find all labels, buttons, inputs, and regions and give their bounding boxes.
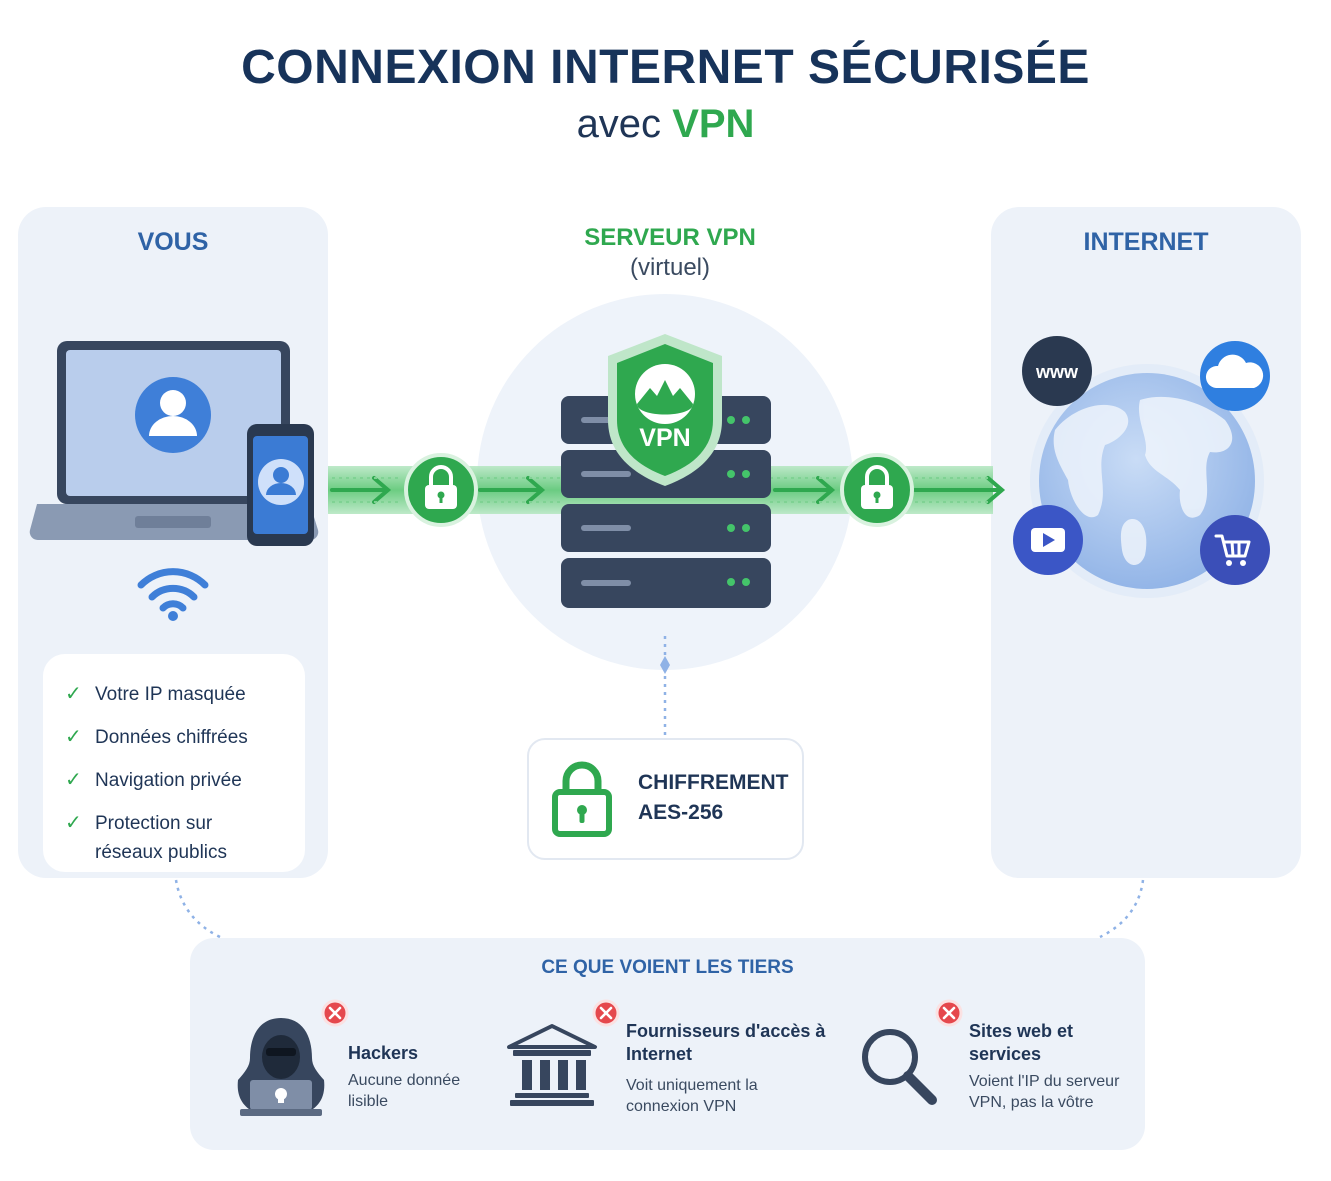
wifi-icon <box>137 568 209 621</box>
encryption-label: CHIFFREMENT AES-256 <box>638 771 789 824</box>
check-icon: ✓ <box>65 812 82 834</box>
subtitle-accent: VPN <box>672 102 755 146</box>
check-icon: ✓ <box>65 769 82 791</box>
smartphone-icon <box>247 424 314 546</box>
shield-vpn-label: VPN <box>639 424 690 452</box>
third-parties-title: CE QUE VOIENT LES TIERS <box>541 957 794 978</box>
check-icon: ✓ <box>65 683 82 705</box>
check-icon: ✓ <box>65 726 82 748</box>
vpn-server-title: SERVEUR VPN <box>584 224 756 251</box>
list-item: ✓ Données chiffrées <box>65 723 285 752</box>
list-item: ✓ Votre IP masquée <box>65 680 285 709</box>
sites-description: Voient l'IP du serveur VPN, pas la vôtre <box>969 1073 1120 1111</box>
laptop-icon <box>29 341 319 541</box>
sites-title: Sites web et services <box>969 1021 1074 1064</box>
hackers-description: Aucune donnée lisible <box>348 1072 461 1110</box>
stream-lock-icon-right <box>840 453 914 527</box>
left-connector <box>174 879 221 939</box>
encryption-connector <box>660 636 670 736</box>
page-subtitle: avec VPN <box>0 102 1331 147</box>
right-connector <box>1099 879 1145 939</box>
list-item: ✓ Navigation privée <box>65 766 285 795</box>
page-title: CONNEXION INTERNET SÉCURISÉE <box>241 41 1090 94</box>
third-parties-panel <box>190 938 1145 1150</box>
www-label: www <box>1035 362 1079 382</box>
benefits-list: ✓ Votre IP masquée ✓ Données chiffrées ✓… <box>43 654 305 872</box>
www-icon <box>1022 336 1092 406</box>
vpn-shield-icon <box>608 334 722 486</box>
padlock-icon <box>552 761 612 837</box>
isp-title: Fournisseurs d'accès à Internet <box>626 1021 826 1064</box>
stream-lock-icon-left <box>404 453 478 527</box>
cloud-icon <box>1200 341 1270 411</box>
video-play-icon <box>1013 505 1083 575</box>
isp-description: Voit uniquement la connexion VPN <box>626 1077 758 1115</box>
hackers-title: Hackers <box>348 1043 419 1063</box>
list-item: ✓ Protection sur réseaux publics <box>65 809 285 867</box>
you-title: VOUS <box>137 228 209 256</box>
internet-title: INTERNET <box>1083 228 1209 256</box>
subtitle-prefix: avec <box>576 102 662 146</box>
shopping-cart-icon <box>1200 515 1270 585</box>
vpn-server-subtitle: (virtuel) <box>629 254 710 281</box>
